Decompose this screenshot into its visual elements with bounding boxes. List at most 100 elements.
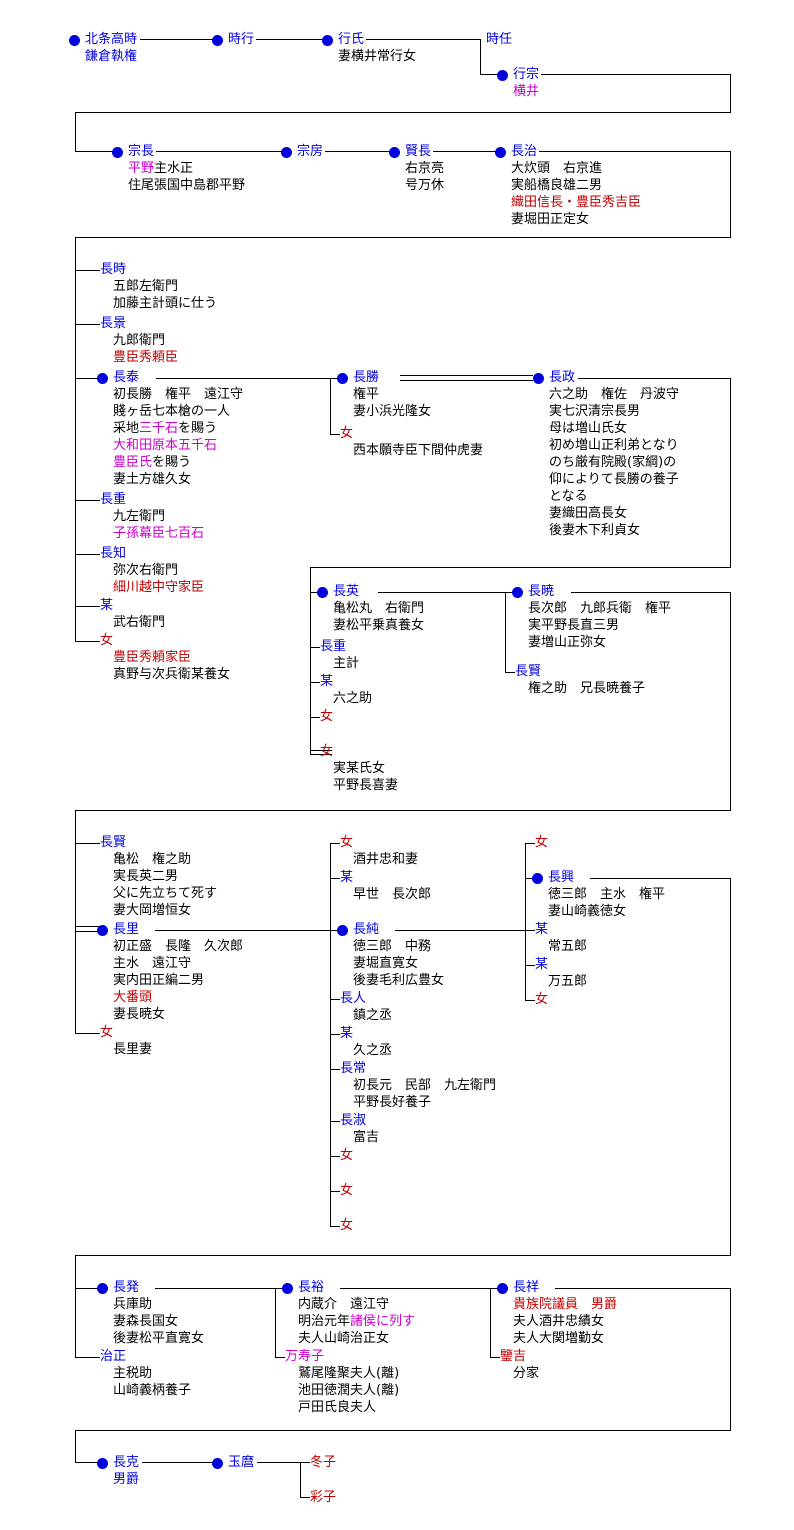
person-name[interactable]: 長賢	[100, 835, 127, 850]
person-name[interactable]: 某	[535, 957, 549, 972]
connector-line	[75, 237, 730, 238]
connector-line	[75, 1462, 100, 1463]
person-name[interactable]: 鑒吉	[500, 1349, 527, 1364]
person-name[interactable]: 長英	[333, 584, 360, 599]
person-name[interactable]: 長淑	[340, 1113, 367, 1128]
annotation-text: 鷲尾隆聚夫人(離)	[298, 1366, 400, 1381]
annotation-text: 妻森長国女	[113, 1314, 179, 1329]
person-name[interactable]: 長発	[113, 1280, 140, 1295]
person-name[interactable]: 長重	[320, 639, 347, 654]
annotation-line: 貴族院議員 男爵	[513, 1298, 617, 1312]
annotation-text: 実船橋良雄二男	[511, 178, 603, 193]
person-name[interactable]: 時行	[228, 32, 255, 47]
person-name[interactable]: 宗長	[128, 144, 155, 159]
person-name[interactable]: 行氏	[338, 32, 365, 47]
connector-line	[505, 592, 506, 673]
person-name[interactable]: 長賢	[515, 664, 542, 679]
person-name[interactable]: 長常	[340, 1061, 367, 1076]
annotation-text: 三千石	[139, 421, 179, 436]
connector-line	[257, 1462, 300, 1463]
person-name[interactable]: 長時	[100, 262, 127, 277]
person-name[interactable]: 長治	[511, 144, 538, 159]
connector-line	[330, 878, 340, 879]
person-name[interactable]: 長克	[113, 1455, 140, 1470]
person-name[interactable]: 長暁	[528, 584, 555, 599]
connector-line	[75, 931, 100, 932]
connector-line	[330, 1121, 340, 1122]
person-name[interactable]: 女	[320, 709, 334, 724]
annotation-text: 明治元年	[298, 1314, 351, 1329]
person-name[interactable]: 万寿子	[285, 1349, 325, 1364]
person-name[interactable]: 女	[100, 633, 114, 648]
annotation-line: 徳三郎 主水 権平	[548, 888, 665, 902]
annotation-line: 万五郎	[548, 975, 587, 989]
annotation-text: 弥次右衛門	[113, 563, 179, 578]
person-name[interactable]: 長里	[113, 922, 140, 937]
person-name[interactable]: 冬子	[310, 1455, 337, 1470]
person-name[interactable]: 女	[340, 1218, 354, 1233]
person-name[interactable]: 女	[340, 835, 354, 850]
person-name[interactable]: 某	[340, 1026, 354, 1041]
connector-line	[330, 1069, 340, 1070]
person-name[interactable]: 長純	[353, 922, 380, 937]
annotation-line: 鎮之丞	[353, 1009, 392, 1023]
person-name[interactable]: 長重	[100, 492, 127, 507]
person-name[interactable]: 行宗	[513, 67, 540, 82]
annotation-text: 右京亮	[405, 161, 445, 176]
annotation-text: 加藤主計頭に仕う	[113, 296, 218, 311]
person-name[interactable]: 女	[320, 744, 334, 759]
annotation-line: 実七沢清宗長男	[549, 405, 640, 419]
annotation-text: 後妻松平直寛女	[113, 1331, 205, 1346]
person-name[interactable]: 北条高時	[85, 32, 138, 47]
annotation-line: 兵庫助	[113, 1298, 152, 1312]
annotation-line: 後妻木下利貞女	[549, 524, 640, 538]
annotation-text: 初長元 民部 九左衛門	[353, 1078, 497, 1093]
annotation-text: 後妻木下利貞女	[549, 523, 641, 538]
person-name[interactable]: 女	[100, 1025, 114, 1040]
connector-line	[155, 930, 330, 931]
person-name[interactable]: 長景	[100, 316, 127, 331]
annotation-line: 西本願寺臣下間仲虎妻	[353, 444, 483, 458]
person-bullet-icon	[317, 587, 328, 598]
annotation-line: 主水 遠江守	[113, 957, 191, 971]
annotation-line: 加藤主計頭に仕う	[113, 297, 217, 311]
annotation-line: 初長勝 権平 遠江守	[113, 388, 243, 402]
annotation-line: 豊臣氏を賜う	[113, 456, 191, 470]
annotation-text: 兵庫助	[113, 1297, 153, 1312]
person-name[interactable]: 長勝	[353, 370, 380, 385]
annotation-text: 富吉	[353, 1130, 380, 1145]
annotation-text: 子孫幕臣七百石	[113, 526, 205, 541]
connector-line	[75, 606, 100, 607]
person-name[interactable]: 某	[100, 598, 114, 613]
annotation-text: 妻土方雄久女	[113, 472, 192, 487]
person-name[interactable]: 長泰	[113, 370, 140, 385]
person-name[interactable]: 宗房	[297, 144, 324, 159]
person-name[interactable]: 賢長	[405, 144, 432, 159]
person-name[interactable]: 女	[340, 426, 354, 441]
annotation-line: 妻横井常行女	[338, 50, 416, 64]
person-name[interactable]: 玉麿	[228, 1455, 255, 1470]
connector-line	[256, 39, 325, 40]
annotation-line: 大炊頭 右京進	[511, 162, 602, 176]
annotation-text: 実七沢清宗長男	[549, 404, 641, 419]
person-name[interactable]: 長興	[548, 870, 575, 885]
person-name[interactable]: 女	[340, 1148, 354, 1163]
annotation-text: 徳三郎 主水 権平	[548, 887, 666, 902]
person-name[interactable]: 女	[340, 1183, 354, 1198]
person-name[interactable]: 長人	[340, 991, 367, 1006]
person-name[interactable]: 長政	[549, 370, 576, 385]
person-name[interactable]: 女	[535, 992, 549, 1007]
annotation-text: 武右衛門	[113, 615, 166, 630]
connector-line	[330, 1191, 340, 1192]
person-name[interactable]: 長裕	[298, 1280, 325, 1295]
person-name[interactable]: 時任	[486, 32, 513, 47]
annotation-line: 池田徳潤夫人(離)	[298, 1384, 399, 1398]
person-name[interactable]: 某	[320, 674, 334, 689]
person-name[interactable]: 長知	[100, 546, 127, 561]
person-name[interactable]: 女	[535, 835, 549, 850]
person-name[interactable]: 治正	[100, 1349, 127, 1364]
person-name[interactable]: 長祥	[513, 1280, 540, 1295]
person-name[interactable]: 某	[535, 922, 549, 937]
person-name[interactable]: 彩子	[310, 1490, 337, 1505]
person-name[interactable]: 某	[340, 870, 354, 885]
